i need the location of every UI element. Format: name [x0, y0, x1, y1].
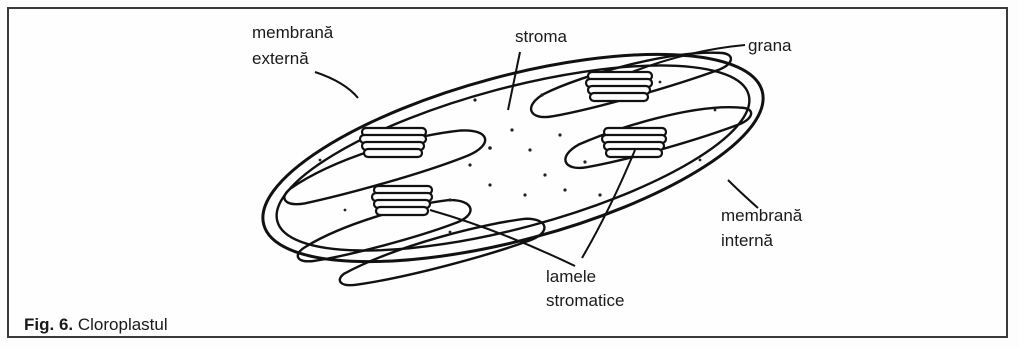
- label-grana: grana: [748, 36, 792, 55]
- thylakoid-fold: [336, 210, 548, 293]
- caption-title: Cloroplastul: [78, 315, 168, 334]
- pointer-outer-membrane: [315, 72, 358, 98]
- label-outer-membrane-line1: membrană: [252, 23, 334, 42]
- inner-membrane-shape: [259, 27, 767, 289]
- label-stroma: stroma: [515, 27, 568, 46]
- label-inner-membrane-line1: membrană: [721, 206, 803, 225]
- label-lamellae-line2: stromatice: [546, 291, 624, 310]
- pointer-inner-membrane: [728, 180, 758, 208]
- label-lamellae-line1: lamele: [546, 267, 596, 286]
- label-inner-membrane-line2: internă: [721, 231, 774, 250]
- pointer-stroma: [508, 52, 520, 110]
- granum-stack: [586, 72, 652, 101]
- caption-number: Fig. 6.: [24, 315, 73, 334]
- pointer-grana: [632, 45, 745, 72]
- granum-stack: [360, 128, 426, 157]
- granum-stack: [372, 186, 432, 215]
- label-outer-membrane-line2: externă: [252, 49, 309, 68]
- figure-caption: Fig. 6. Cloroplastul: [24, 315, 168, 335]
